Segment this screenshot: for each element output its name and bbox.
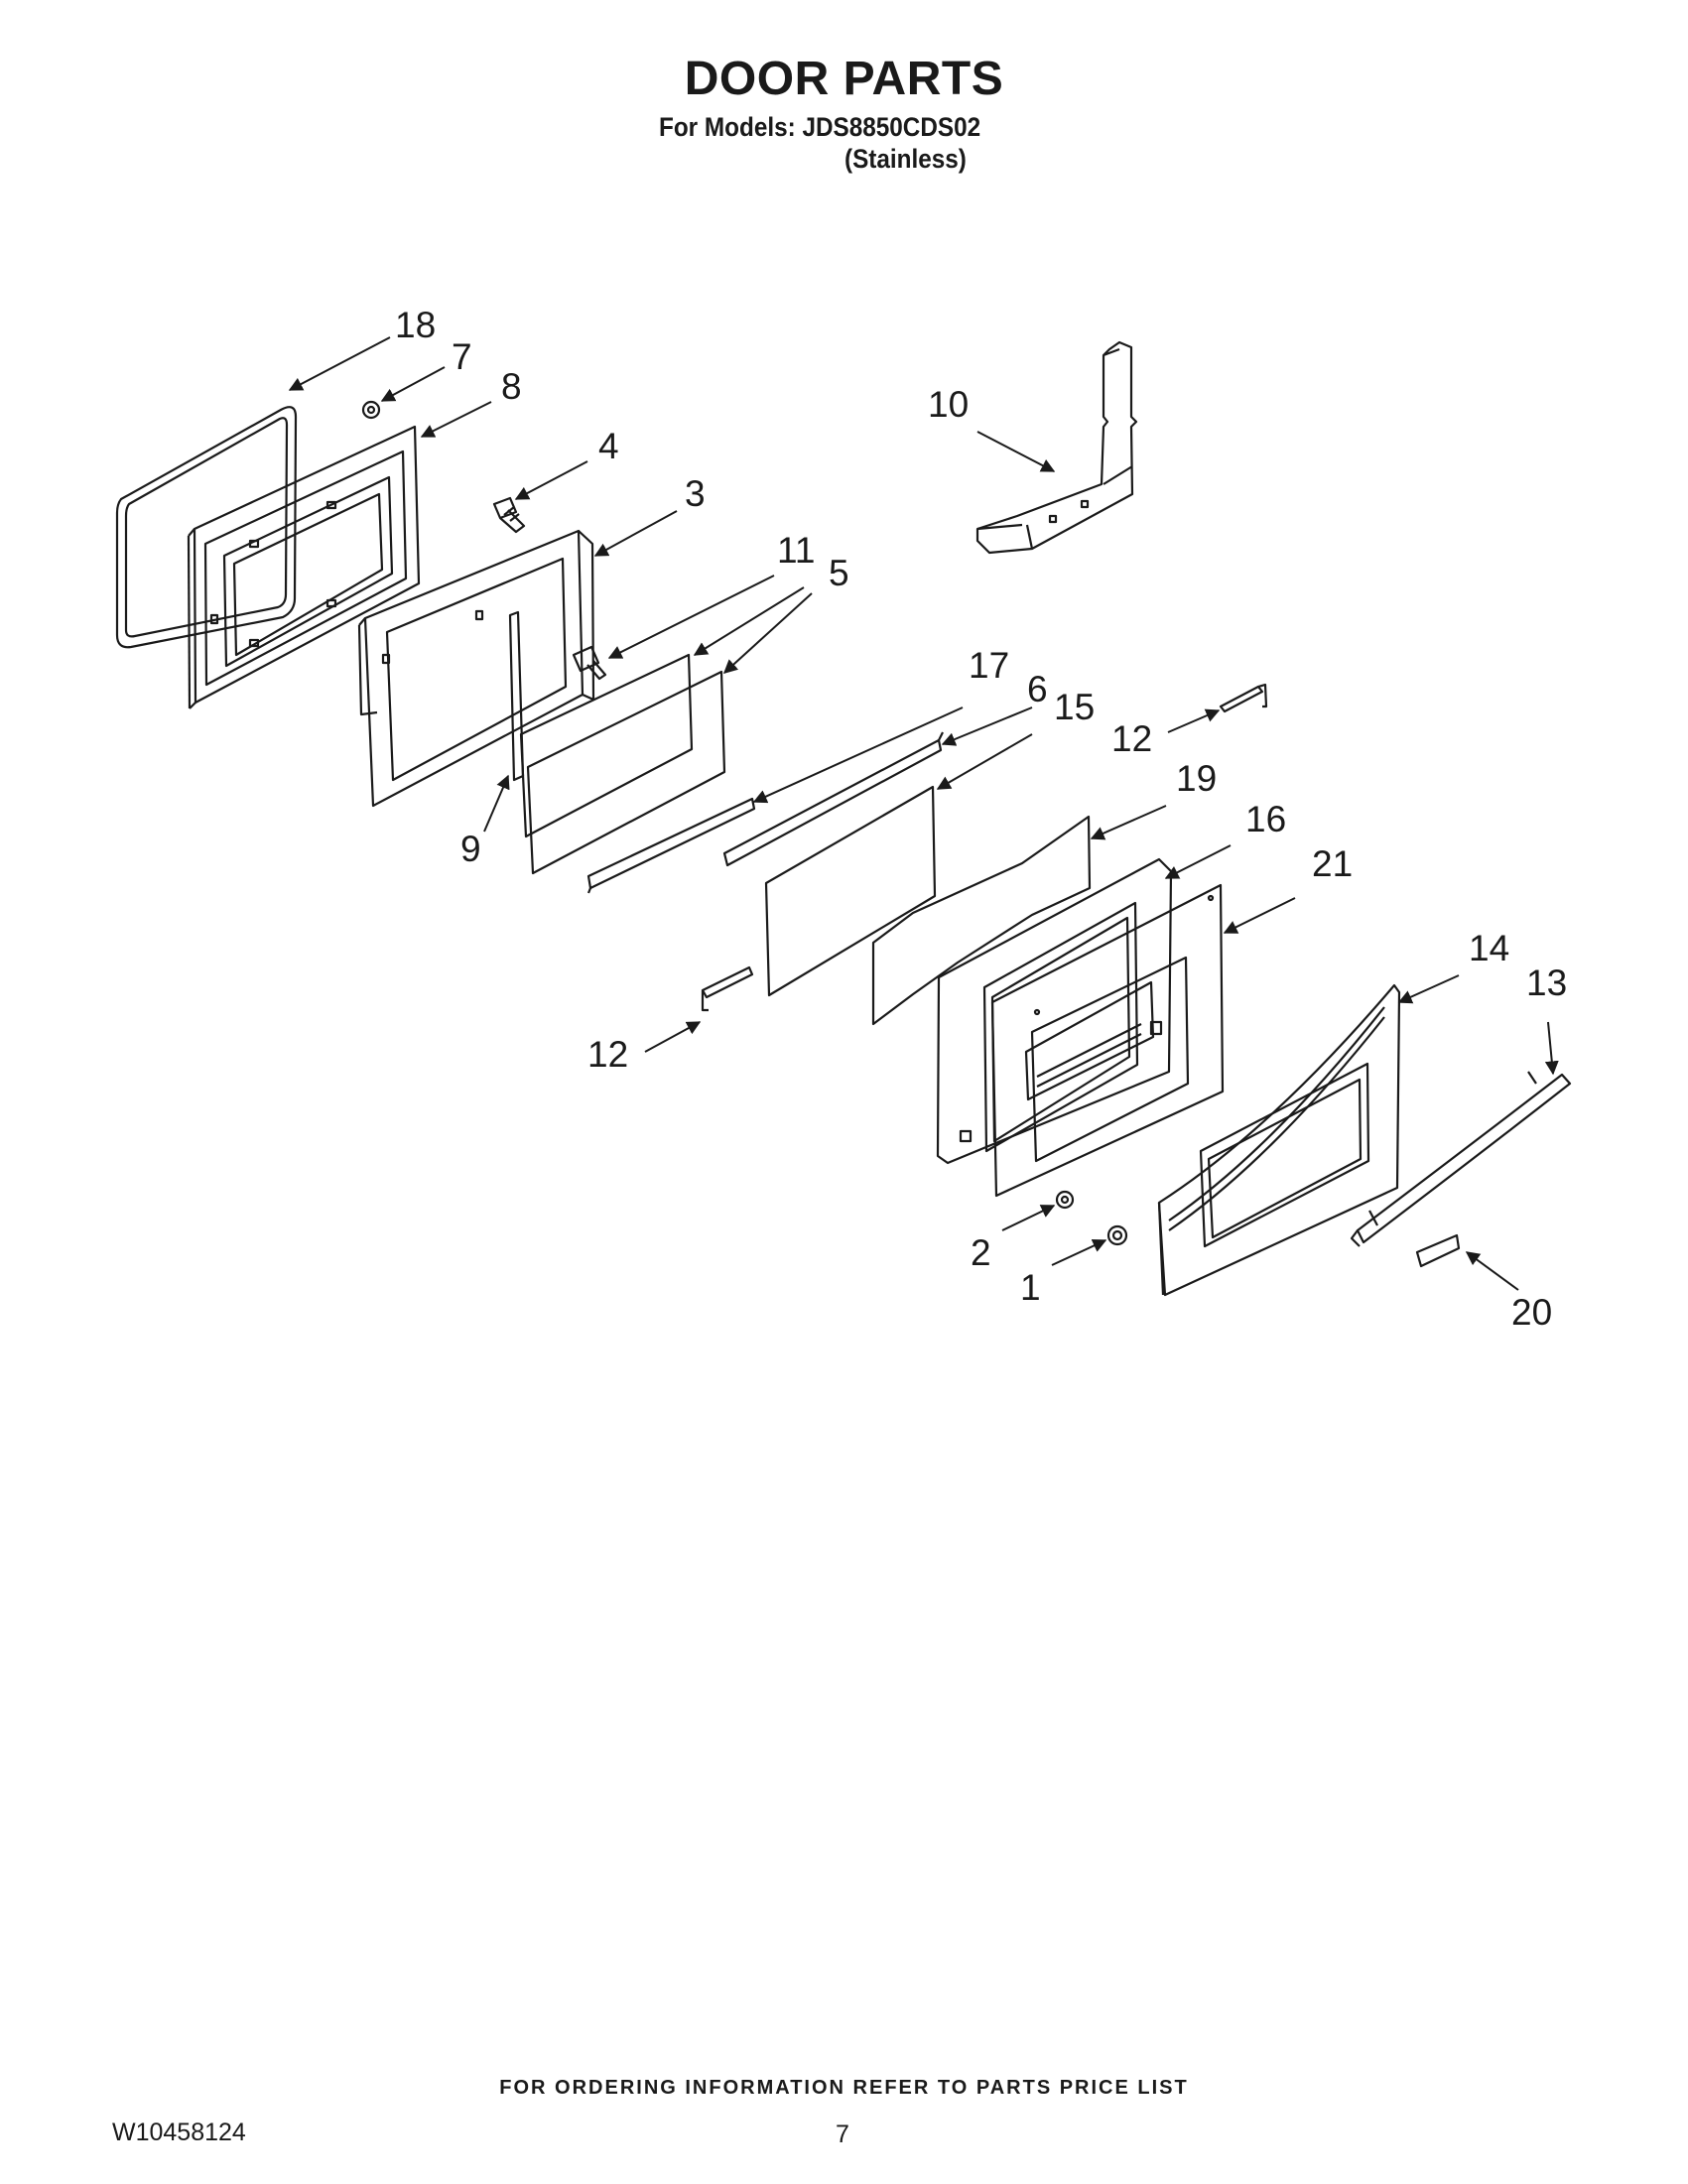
part-10-vent-duct bbox=[975, 340, 1138, 555]
part-17-strip bbox=[586, 797, 756, 894]
page-title: DOOR PARTS bbox=[684, 53, 1004, 105]
part-15-glass bbox=[764, 785, 937, 997]
part-19-insulation bbox=[871, 815, 1092, 1026]
callout-7: 7 bbox=[452, 336, 472, 377]
leader-12a bbox=[1167, 708, 1221, 733]
models-line: For Models: JDS8850CDS02 bbox=[659, 112, 981, 142]
callout-15: 15 bbox=[1054, 687, 1095, 727]
part-13-handle bbox=[1350, 1071, 1572, 1247]
leader-5a bbox=[693, 586, 805, 656]
part-11-screw bbox=[572, 645, 607, 681]
leader-17 bbox=[752, 707, 964, 804]
leader-19 bbox=[1090, 805, 1167, 840]
callout-12-lower: 12 bbox=[587, 1034, 628, 1075]
leader-1 bbox=[1051, 1238, 1107, 1266]
callout-6: 6 bbox=[1027, 669, 1048, 709]
callout-12-upper: 12 bbox=[1111, 718, 1152, 759]
leader-14 bbox=[1397, 974, 1460, 1004]
leader-4 bbox=[514, 460, 588, 500]
leader-18 bbox=[288, 336, 391, 391]
part-12-clip-lower bbox=[701, 965, 754, 1012]
part-12-clip-upper bbox=[1219, 683, 1268, 713]
callout-14: 14 bbox=[1469, 928, 1509, 968]
leader-5b bbox=[722, 592, 813, 674]
leader-21 bbox=[1223, 897, 1296, 934]
ordering-note: FOR ORDERING INFORMATION REFER TO PARTS … bbox=[499, 2077, 1189, 2099]
leader-7 bbox=[380, 366, 446, 402]
callout-21: 21 bbox=[1312, 843, 1353, 884]
callout-3: 3 bbox=[685, 473, 706, 514]
leader-9 bbox=[483, 774, 510, 833]
part-18-gasket bbox=[115, 406, 298, 649]
part-20-badge bbox=[1415, 1233, 1461, 1268]
finish-line: (Stainless) bbox=[844, 144, 967, 174]
leader-11 bbox=[607, 575, 775, 659]
callout-17: 17 bbox=[969, 645, 1009, 686]
page-number: 7 bbox=[836, 2120, 849, 2148]
leader-20 bbox=[1465, 1251, 1519, 1291]
callout-9: 9 bbox=[460, 829, 481, 869]
leader-8 bbox=[420, 401, 492, 438]
leader-15 bbox=[936, 733, 1033, 790]
part-7-nut bbox=[361, 400, 381, 420]
part-2-nut bbox=[1055, 1190, 1075, 1210]
callout-10: 10 bbox=[928, 384, 969, 425]
part-8-inner-liner bbox=[187, 425, 421, 709]
callout-4: 4 bbox=[598, 426, 619, 466]
part-21-outer-glass bbox=[990, 883, 1225, 1198]
callout-1: 1 bbox=[1020, 1267, 1041, 1308]
callout-16: 16 bbox=[1245, 799, 1286, 839]
part-1-washer bbox=[1106, 1224, 1128, 1246]
callout-11: 11 bbox=[777, 530, 815, 571]
leader-10 bbox=[976, 431, 1056, 472]
callout-18: 18 bbox=[395, 305, 436, 345]
callout-13: 13 bbox=[1526, 963, 1567, 1003]
callout-2: 2 bbox=[971, 1232, 991, 1273]
document-number: W10458124 bbox=[112, 2119, 246, 2146]
part-4-screw bbox=[492, 496, 526, 534]
leader-6 bbox=[941, 707, 1033, 746]
part-14-outer-panel bbox=[1157, 983, 1401, 1297]
callout-8: 8 bbox=[501, 366, 522, 407]
part-5-glass bbox=[519, 653, 726, 875]
callout-20: 20 bbox=[1511, 1292, 1552, 1333]
callout-5: 5 bbox=[829, 553, 849, 593]
part-16-inner-panel bbox=[936, 857, 1173, 1165]
callout-19: 19 bbox=[1176, 758, 1217, 799]
leader-2 bbox=[1001, 1205, 1056, 1231]
leader-16 bbox=[1164, 844, 1232, 879]
leader-12b bbox=[644, 1021, 702, 1053]
leader-13 bbox=[1544, 1021, 1559, 1076]
leader-3 bbox=[593, 510, 678, 557]
part-3-frame bbox=[357, 529, 595, 808]
